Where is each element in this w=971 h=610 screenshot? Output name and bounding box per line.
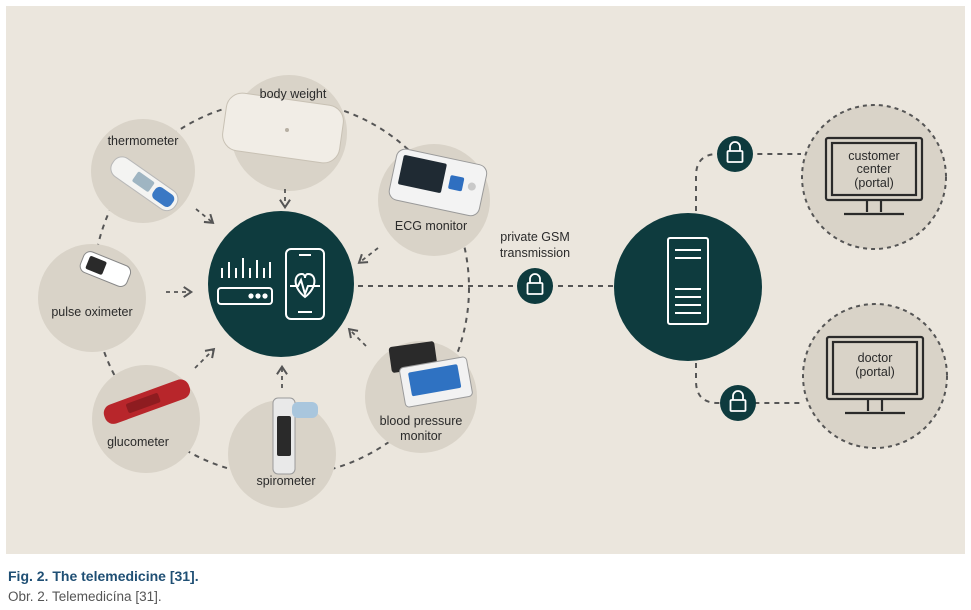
glucometer-label: glucometer: [107, 435, 169, 449]
lock-icon: [526, 273, 544, 295]
spirometer-label: spirometer: [256, 474, 315, 488]
pulse-oximeter-node: pulse oximeter: [38, 244, 146, 352]
customer-label-line3: (portal): [854, 176, 894, 190]
router-icon: [217, 258, 273, 305]
glucometer-node: glucometer: [92, 365, 200, 473]
ecg-monitor-label: ECG monitor: [395, 219, 467, 233]
doctor-lock: [720, 385, 756, 421]
figure-caption-subtitle: Obr. 2. Telemedicína [31].: [8, 589, 162, 604]
arrow-from-glucometer: [194, 347, 216, 369]
monitor-icon: [825, 335, 925, 415]
scale-image: [222, 92, 344, 164]
arrow-from-blood-pressure: [347, 327, 367, 347]
blood-pressure-node: blood pressure monitor: [365, 341, 477, 453]
blood-pressure-image: [388, 341, 473, 408]
monitor-icon: [824, 136, 924, 216]
smartphone-heart-icon: [285, 248, 325, 320]
ecg-device-image: [388, 148, 488, 217]
gsm-label-line1: private GSM: [500, 230, 569, 244]
doctor-link-line: [695, 363, 801, 404]
blood-pressure-label-line1: blood pressure: [380, 414, 463, 428]
spirometer-image: [272, 397, 318, 475]
doctor-label-line1: doctor: [858, 351, 893, 365]
lock-icon: [729, 390, 747, 412]
arrow-from-thermometer: [195, 208, 215, 224]
body-weight-node: body weight: [222, 75, 347, 191]
gsm-lock: [517, 268, 553, 304]
telemedicine-figure: body weight thermometer ECG monitor puls…: [6, 6, 965, 554]
thermometer-image: [110, 156, 179, 212]
thermometer-node: thermometer: [91, 119, 195, 223]
customer-portal-node: customer center (portal): [801, 104, 947, 250]
lock-icon: [726, 141, 744, 163]
server-node: [614, 213, 762, 361]
customer-label-line1: customer: [848, 149, 899, 163]
telemedicine-diagram: body weight thermometer ECG monitor puls…: [38, 75, 948, 508]
blood-pressure-label-line2: monitor: [400, 429, 442, 443]
thermometer-label: thermometer: [108, 134, 179, 148]
arrow-from-ecg: [357, 247, 379, 264]
figure-caption-title: Fig. 2. The telemedicine [31].: [8, 568, 199, 584]
gsm-label-line2: transmission: [500, 246, 570, 260]
central-hub: [208, 211, 354, 357]
spirometer-node: spirometer: [228, 397, 336, 508]
customer-label-line2: center: [857, 162, 892, 176]
customer-lock: [717, 136, 753, 172]
doctor-label-line2: (portal): [855, 365, 895, 379]
body-weight-label: body weight: [260, 87, 327, 101]
ecg-monitor-node: ECG monitor: [378, 144, 490, 256]
glucometer-image: [103, 379, 191, 424]
doctor-portal-node: doctor (portal): [802, 303, 948, 449]
server-icon: [667, 237, 709, 325]
device-arrows: [166, 189, 379, 388]
pulse-oximeter-label: pulse oximeter: [51, 305, 132, 319]
pulse-oximeter-image: [79, 251, 132, 288]
